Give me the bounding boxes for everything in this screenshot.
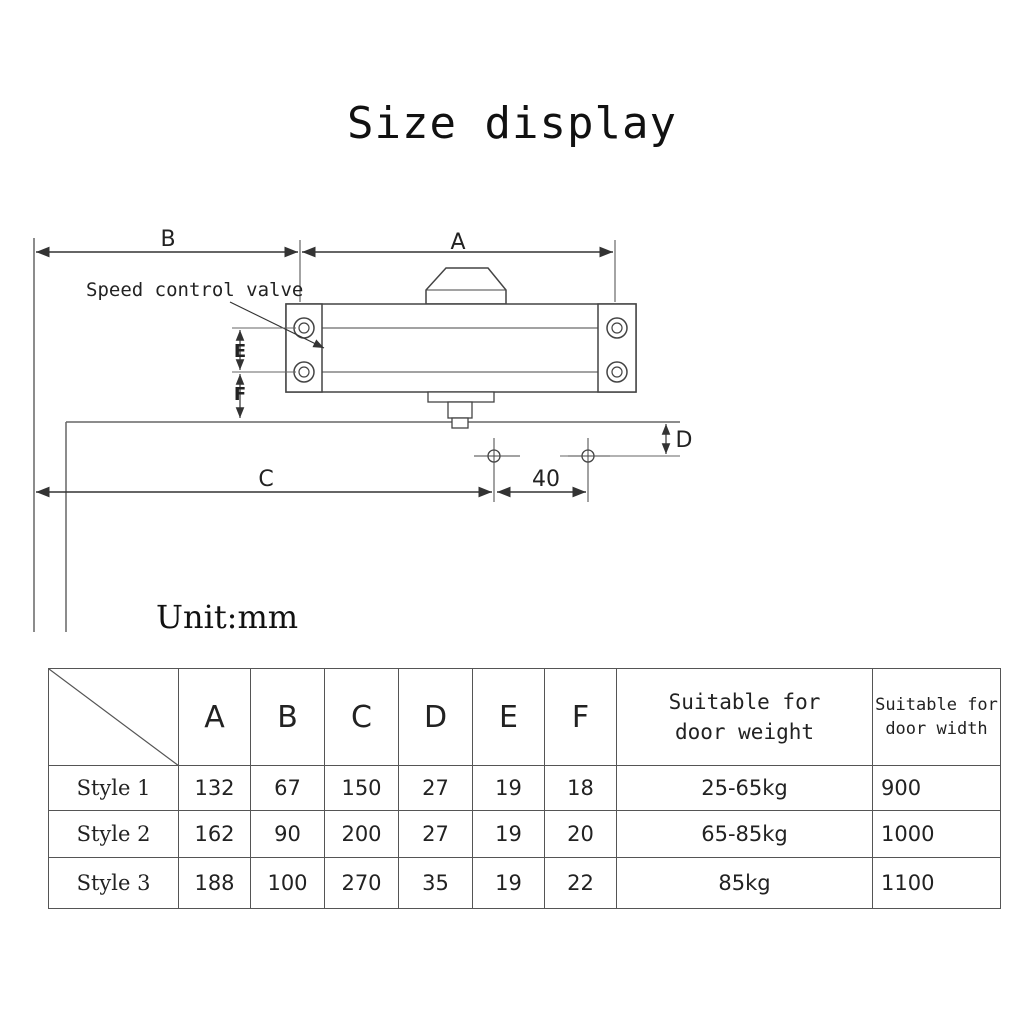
header-b: B — [250, 668, 325, 766]
cell-door-width: 900 — [872, 765, 1001, 811]
table-row: Style 2 162 90 200 27 19 20 65-85kg 1000 — [48, 810, 1001, 858]
cell-c: 270 — [324, 857, 399, 909]
row-style-label: Style 3 — [48, 857, 179, 909]
cell-e: 19 — [472, 857, 545, 909]
size-spec-table: A B C D E F Suitable for door weight Sui… — [48, 668, 1001, 909]
header-d: D — [398, 668, 473, 766]
cell-door-width: 1000 — [872, 810, 1001, 858]
cell-door-weight: 65-85kg — [616, 810, 873, 858]
cell-d: 27 — [398, 765, 473, 811]
header-f: F — [544, 668, 617, 766]
cell-f: 22 — [544, 857, 617, 909]
cell-d: 27 — [398, 810, 473, 858]
cell-a: 132 — [178, 765, 251, 811]
label-e: E — [234, 341, 246, 362]
corner-cell — [48, 668, 179, 766]
label-f: F — [234, 384, 246, 405]
cell-a: 162 — [178, 810, 251, 858]
speed-control-valve-label: Speed control valve — [86, 279, 303, 301]
header-door-weight: Suitable for door weight — [616, 668, 873, 766]
table-row: Style 3 188 100 270 35 19 22 85kg 1100 — [48, 857, 1001, 909]
unit-label: Unit:mm — [156, 598, 299, 636]
cell-d: 35 — [398, 857, 473, 909]
door-closer-dimension-drawing: B A Speed control valve E F D — [33, 227, 693, 632]
row-style-label: Style 2 — [48, 810, 179, 858]
cell-e: 19 — [472, 765, 545, 811]
header-door-width: Suitable for door width — [872, 668, 1001, 766]
cell-f: 20 — [544, 810, 617, 858]
valve-leader-line — [229, 301, 325, 349]
table-row: Style 1 132 67 150 27 19 18 25-65kg 900 — [48, 765, 1001, 811]
label-b: B — [160, 227, 175, 252]
label-c: C — [258, 467, 273, 492]
cell-b: 100 — [250, 857, 325, 909]
diagonal-line — [49, 669, 179, 766]
page-title: Size display — [347, 98, 677, 149]
cell-c: 200 — [324, 810, 399, 858]
cell-b: 67 — [250, 765, 325, 811]
header-e: E — [472, 668, 545, 766]
label-40: 40 — [532, 467, 560, 492]
arm-bracket-holes — [474, 438, 610, 502]
cell-f: 18 — [544, 765, 617, 811]
header-c: C — [324, 668, 399, 766]
cell-c: 150 — [324, 765, 399, 811]
cell-door-width: 1100 — [872, 857, 1001, 909]
cell-a: 188 — [178, 857, 251, 909]
header-a: A — [178, 668, 251, 766]
cell-door-weight: 85kg — [616, 857, 873, 909]
cell-e: 19 — [472, 810, 545, 858]
label-d: D — [676, 428, 693, 453]
table-header-row: A B C D E F Suitable for door weight Sui… — [48, 668, 1001, 766]
row-style-label: Style 1 — [48, 765, 179, 811]
cell-b: 90 — [250, 810, 325, 858]
label-a: A — [450, 230, 465, 255]
door-closer-body — [285, 267, 637, 429]
cell-door-weight: 25-65kg — [616, 765, 873, 811]
